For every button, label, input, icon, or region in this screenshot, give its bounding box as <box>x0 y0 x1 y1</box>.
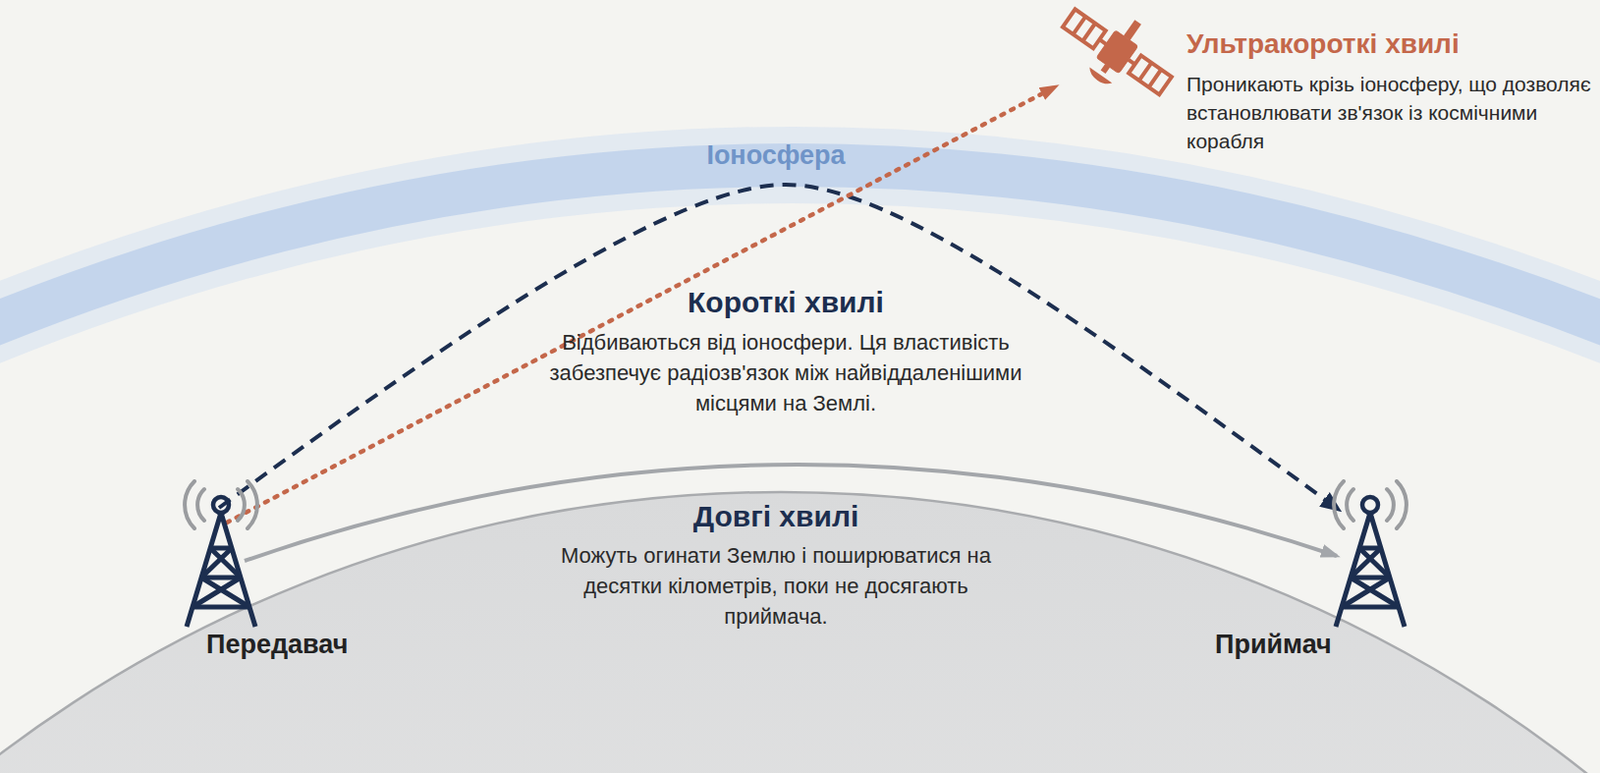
node-heading: Приймач <box>1214 628 1332 661</box>
node-description: Проникають крізь іоносферу, що дозволяє … <box>1186 70 1595 157</box>
antenna-tower: Приймач <box>1198 451 1456 677</box>
wave-heading: Довгі хвилі <box>530 498 1022 535</box>
wave-description: Можуть огинати Землю і поширюватися на д… <box>559 540 993 633</box>
earth <box>0 492 1600 773</box>
sky-wave-arrow <box>219 184 1339 510</box>
space-wave-arrow <box>226 86 1056 523</box>
node-heading: Ультракороткі хвилі <box>1186 27 1595 61</box>
layer-label: Іоносфера <box>618 139 934 171</box>
satellite-node: Ультракороткі хвиліПроникають крізь іоно… <box>1043 0 1599 176</box>
receiver-tower <box>1316 479 1425 629</box>
node-heading: Передавач <box>206 628 348 661</box>
ionosphere-band <box>0 165 1600 334</box>
transmitter-tower <box>166 479 276 629</box>
wave-description: Відбиваються від іоносфери. Ця властивіс… <box>545 327 1027 420</box>
antenna-tower: Передавач <box>127 451 415 677</box>
wave-heading: Короткі хвилі <box>540 284 1032 321</box>
satellite-icon <box>1058 0 1177 109</box>
ionosphere-band-core <box>0 165 1600 334</box>
